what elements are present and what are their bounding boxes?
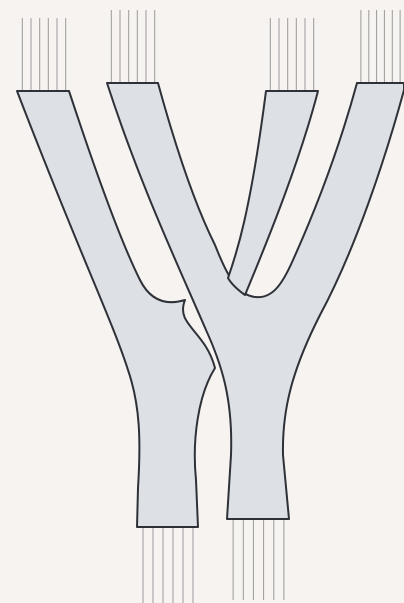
wire-bundle-left-bottom xyxy=(143,527,193,603)
wire-bundle-right-bottom xyxy=(233,519,284,600)
left-y-fork xyxy=(17,91,215,527)
wire-bundle-far-right-top xyxy=(361,10,400,83)
wire-bundle-mid-top xyxy=(111,10,154,83)
wire-bundle-right-arm-top xyxy=(270,18,313,91)
wire-bundle-left-top xyxy=(22,18,65,91)
